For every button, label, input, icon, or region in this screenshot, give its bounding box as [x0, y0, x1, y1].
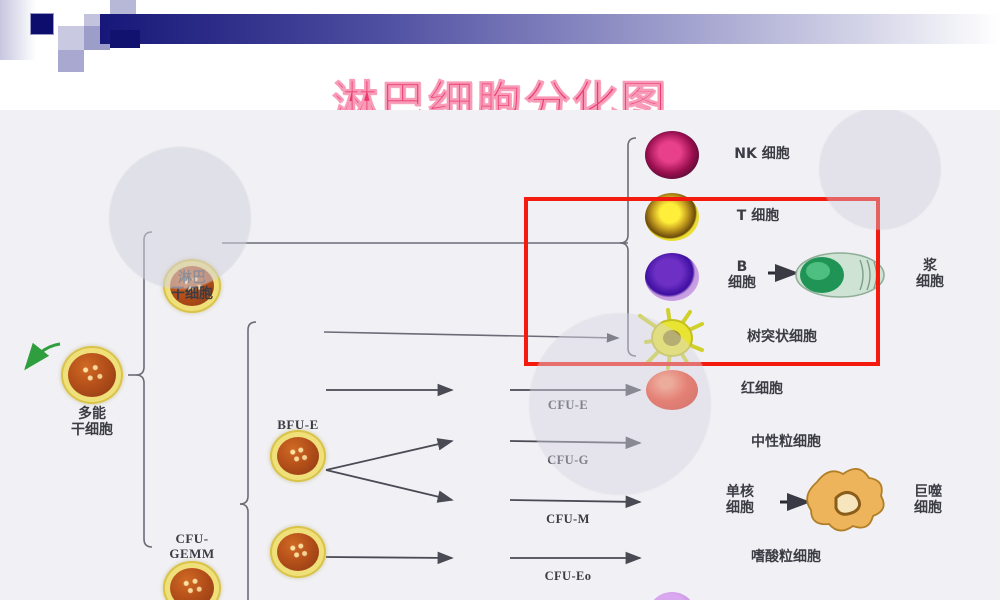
cfu-gemm-branch-bracket [239, 321, 257, 600]
decor-square-navy-icon [30, 13, 54, 35]
entry-green-arrow-icon [24, 342, 61, 371]
pluripotent-branch-bracket [128, 231, 153, 548]
arrow-progenitor3-to-cfum [325, 469, 454, 503]
arrow-cfug-to-neutrophil [509, 436, 642, 450]
decor-square-white-icon [58, 0, 84, 26]
decor-square-lavender-5-icon [58, 50, 84, 72]
label-b-cell: B 细胞 [728, 259, 756, 292]
cell-pluripotent-stem [68, 353, 116, 397]
label-macrophage: 巨噬 细胞 [914, 484, 942, 517]
label-cfu-g: CFU-G [547, 453, 589, 467]
label-red-blood-cell: 红细胞 [741, 381, 783, 397]
label-pluripotent-stem: 多能 干细胞 [71, 406, 113, 439]
label-dendritic-cell: 树突状细胞 [747, 329, 817, 345]
cell-bfu-e-bottom [277, 533, 319, 571]
header-gradient-bar [100, 14, 1000, 44]
label-neutrophil: 中性粒细胞 [751, 434, 821, 450]
arrow-progenitor4-to-cfueo [325, 551, 454, 565]
lymphocyte-highlight-rectangle[interactable] [524, 197, 880, 366]
arrow-progenitor3-to-cfug [325, 438, 454, 471]
arrow-cfum-to-monocyte [509, 495, 642, 509]
cell-bfu-e-top [277, 437, 319, 475]
lymphocyte-differentiation-diagram: 多能 干细胞 淋巴 干细胞 CFU- GEMM BFU-E CFU-E CFU-… [0, 110, 1000, 600]
decor-square-navy-accent-icon [110, 30, 140, 48]
label-cfu-eo: CFU-Eo [544, 569, 592, 583]
cell-t [645, 193, 699, 241]
label-monocyte: 单核 细胞 [726, 484, 754, 517]
macrophage-icon [806, 468, 885, 532]
label-nk-cell: NK 细胞 [734, 146, 790, 162]
label-cfu-e: CFU-E [547, 398, 589, 412]
slide-header [0, 0, 1000, 110]
cell-nk [645, 131, 699, 179]
label-cfu-gemm: CFU- GEMM [169, 531, 215, 561]
label-cfu-m: CFU-M [546, 512, 590, 526]
decor-square-lavender-3-icon [58, 26, 84, 50]
label-bfu-e: BFU-E [277, 417, 319, 432]
label-lymphoid-stem: 淋巴 干细胞 [171, 270, 213, 303]
cell-cfu-gemm [170, 568, 214, 600]
cell-basophil-partial [648, 592, 696, 600]
label-t-cell: T 细胞 [736, 208, 780, 224]
cell-red-blood [646, 370, 698, 410]
label-eosinophil: 嗜酸粒细胞 [751, 549, 821, 565]
label-plasma-cell: 浆 细胞 [916, 258, 944, 291]
cell-lymphoid-stem [170, 266, 214, 306]
cell-b [645, 253, 699, 301]
